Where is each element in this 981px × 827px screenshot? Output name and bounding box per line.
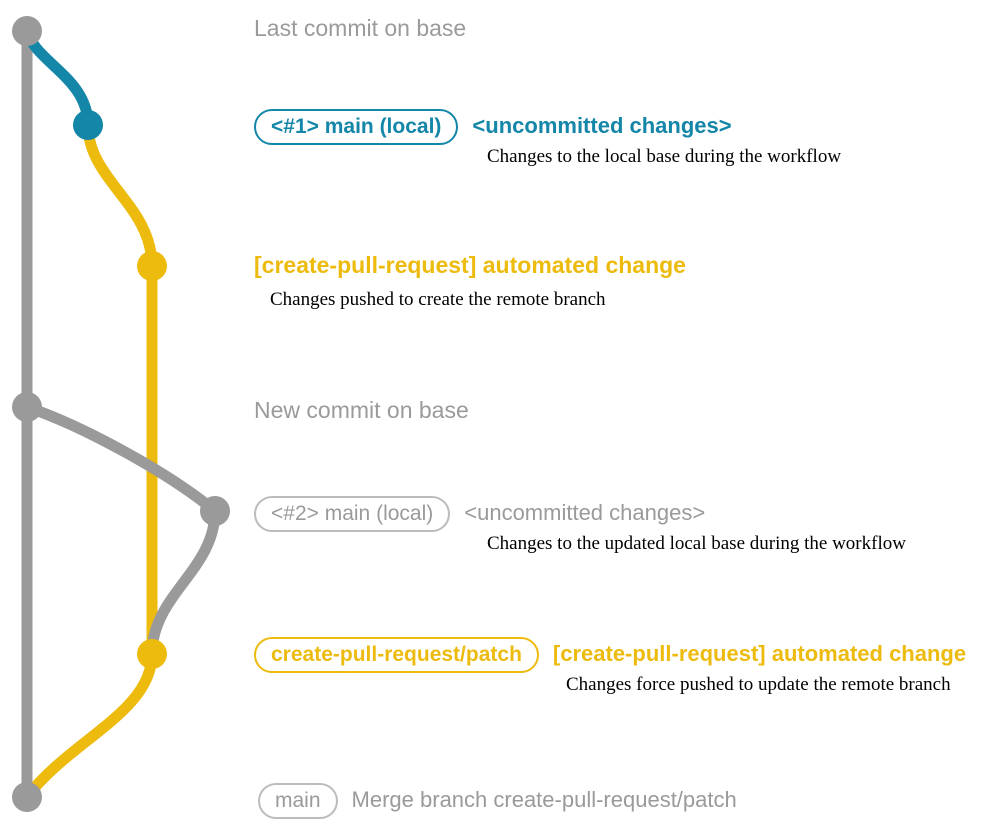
commit-node-main-local-2[interactable] — [200, 496, 230, 526]
commit-note-4: Changes force pushed to update the remot… — [566, 674, 951, 695]
commit-node-new-commit-on-base[interactable] — [12, 392, 42, 422]
edge-patch2-to-merge — [21, 648, 158, 803]
commit-row-4: create-pull-request/patch [create-pull-r… — [254, 637, 966, 673]
ref-badge-create-pull-request-patch[interactable]: create-pull-request/patch — [254, 637, 539, 673]
edge-local2-to-patch2 — [146, 505, 221, 660]
commit-subject-1: <uncommitted changes> — [472, 113, 732, 138]
commit-row-2: [create-pull-request] automated change — [254, 254, 686, 277]
commit-note-3: Changes to the updated local base during… — [487, 533, 906, 554]
commit-note-2: Changes pushed to create the remote bran… — [270, 289, 606, 310]
commit-subject-4: [create-pull-request] automated change — [552, 641, 967, 666]
commit-row-1: <#1> main (local) <uncommitted changes> — [254, 109, 732, 145]
commit-subject-2: [create-pull-request] automated change — [254, 252, 686, 278]
commit-row-5: main Merge branch create-pull-request/pa… — [258, 783, 737, 819]
ref-badge-main-local-1[interactable]: <#1> main (local) — [254, 109, 459, 145]
commit-node-merge[interactable] — [12, 782, 42, 812]
commit-subject-5: Merge branch create-pull-request/patch — [351, 787, 737, 812]
ref-badge-main[interactable]: main — [258, 783, 338, 819]
commit-note-1: Changes to the local base during the wor… — [487, 146, 842, 167]
heading-last-commit-on-base: Last commit on base — [254, 15, 467, 41]
commit-node-automated-change-1[interactable] — [137, 251, 167, 281]
edge-local1-to-patch1 — [82, 119, 158, 272]
edge-base-to-local1 — [21, 25, 94, 131]
commit-subject-3: <uncommitted changes> — [464, 500, 706, 525]
heading-new-commit-on-base: New commit on base — [254, 397, 469, 423]
commit-node-last-commit-on-base[interactable] — [12, 16, 42, 46]
commit-row-3: <#2> main (local) <uncommitted changes> — [254, 496, 705, 532]
commit-node-automated-change-2[interactable] — [137, 639, 167, 669]
ref-badge-main-local-2[interactable]: <#2> main (local) — [254, 496, 451, 532]
commit-node-main-local-1[interactable] — [73, 110, 103, 140]
edge-base2-to-local2 — [21, 401, 221, 517]
